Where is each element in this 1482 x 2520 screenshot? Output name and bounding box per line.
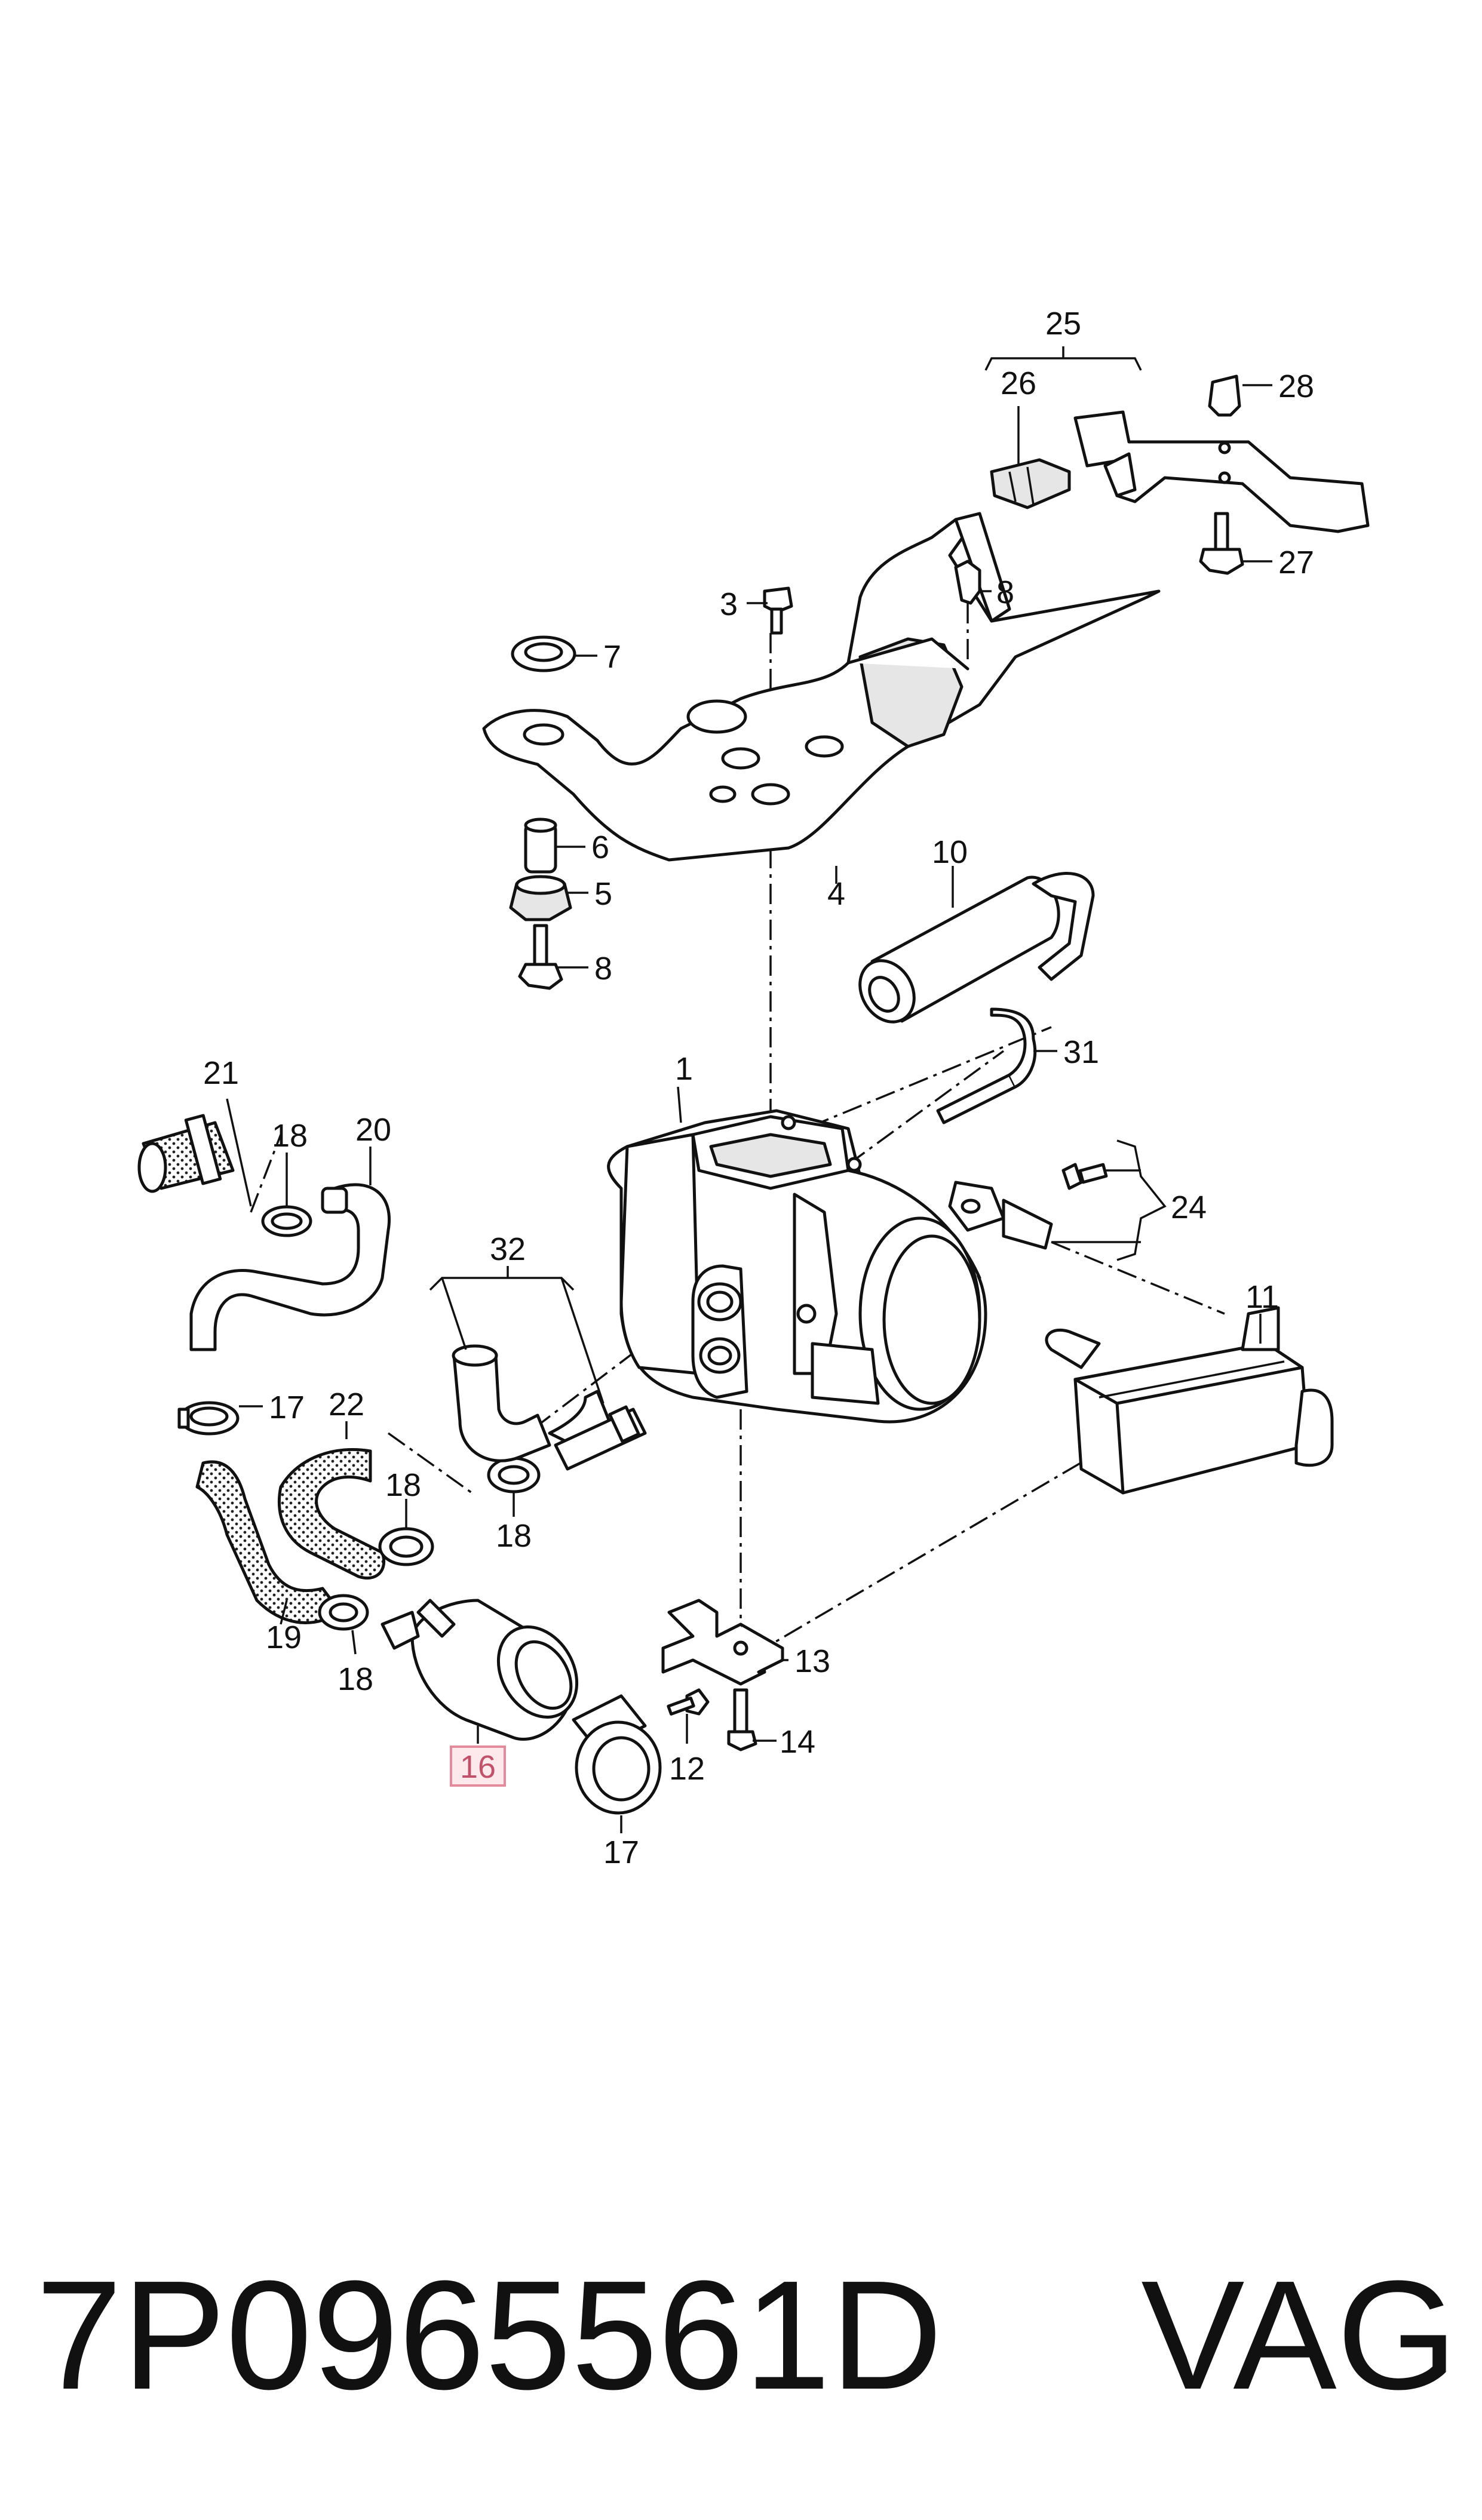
washer-part-7 xyxy=(511,635,576,672)
callout-12: 12 xyxy=(669,1751,705,1787)
clamp-part-18-d xyxy=(487,1456,541,1493)
clamp-part-17-left xyxy=(177,1401,240,1436)
brand-label: VAG xyxy=(1141,2249,1458,2422)
elbow-part-32 xyxy=(452,1344,611,1462)
callout-18-b: 18 xyxy=(385,1467,421,1503)
sleeve-part-6 xyxy=(524,818,557,874)
pipe-part-32 xyxy=(554,1405,647,1471)
callout-13: 13 xyxy=(794,1643,830,1679)
clamp-part-18-c xyxy=(318,1594,369,1631)
sensor-part-24 xyxy=(948,1163,1108,1250)
callout-7: 7 xyxy=(603,639,621,675)
callout-18-d: 18 xyxy=(337,1661,373,1697)
callout-8-upper: 8 xyxy=(996,574,1014,610)
callout-17-lower: 17 xyxy=(603,1834,639,1870)
hose-part-20 xyxy=(189,1183,391,1351)
bracket-part-13 xyxy=(661,1599,784,1686)
callout-19: 19 xyxy=(266,1619,302,1655)
bolt-part-8-lower xyxy=(518,924,563,990)
callout-16: 16 xyxy=(460,1749,496,1785)
callout-25: 25 xyxy=(1045,306,1081,342)
callout-11: 11 xyxy=(1245,1279,1279,1315)
mount-part-5 xyxy=(509,875,572,921)
callout-27: 27 xyxy=(1278,545,1314,580)
nut-part-28 xyxy=(1208,374,1272,417)
heater-unit-part-1 xyxy=(607,1109,987,1424)
callout-21: 21 xyxy=(203,1055,239,1091)
callout-24: 24 xyxy=(1171,1190,1207,1225)
leader-lines xyxy=(226,346,1262,1833)
callout-18-a: 18 xyxy=(272,1118,308,1154)
pump-part-16 xyxy=(381,1599,579,1741)
callout-4: 4 xyxy=(827,876,845,912)
silencer-part-10 xyxy=(858,872,1095,1024)
callout-22: 22 xyxy=(329,1387,364,1422)
bolt-part-27 xyxy=(1199,512,1272,575)
callout-1: 1 xyxy=(675,1051,693,1087)
callout-28: 28 xyxy=(1278,368,1314,404)
fuel-line-part-31 xyxy=(936,1007,1037,1124)
callout-6: 6 xyxy=(591,829,609,865)
screw-part-12 xyxy=(667,1688,710,1716)
callout-8-lower: 8 xyxy=(594,951,612,987)
footer: 7P0965561D VAG xyxy=(36,2249,1458,2422)
callout-20: 20 xyxy=(355,1112,391,1148)
highlight-box-16 xyxy=(450,1745,506,1787)
mounting-plate-part-4 xyxy=(482,512,1161,862)
callout-14: 14 xyxy=(780,1724,815,1760)
hose-part-22 xyxy=(277,1448,386,1580)
clamp-part-18-a xyxy=(261,1205,312,1237)
clip-part-8-upper xyxy=(954,560,981,663)
screw-part-3 xyxy=(763,586,793,635)
clamp-part-18-b xyxy=(378,1527,434,1566)
heat-exchanger-part-11 xyxy=(1045,1306,1334,1495)
callout-17-left: 17 xyxy=(269,1390,305,1425)
part-number: 7P0965561D xyxy=(36,2249,943,2422)
callout-32: 32 xyxy=(490,1231,526,1267)
callout-18-c: 18 xyxy=(496,1518,532,1554)
callout-labels: 25 26 28 27 3 8 7 4 10 6 5 8 31 1 21 20 … xyxy=(203,306,1314,1870)
callout-5: 5 xyxy=(594,876,612,912)
pad-part-26 xyxy=(990,458,1071,509)
clamp-part-17-lower xyxy=(572,1694,662,1815)
callout-10: 10 xyxy=(932,834,968,870)
connector-part-21 xyxy=(137,1114,235,1193)
callout-3: 3 xyxy=(720,586,738,622)
callout-31: 31 xyxy=(1063,1034,1099,1070)
bolt-part-14 xyxy=(727,1688,757,1751)
callout-26: 26 xyxy=(1001,365,1036,401)
bracket-part-25 xyxy=(1073,410,1370,533)
